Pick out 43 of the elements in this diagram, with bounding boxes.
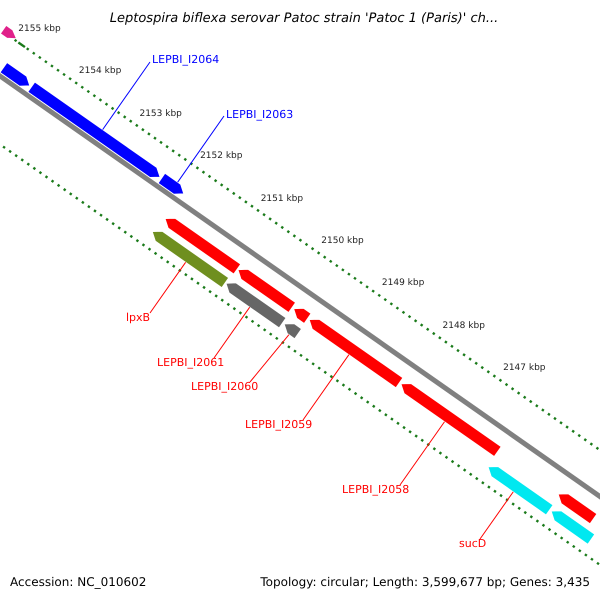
gene-label: LEPBI_I2060	[191, 381, 258, 392]
gene-feature	[0, 24, 18, 40]
footer-text: Topology: circular; Length: 3,599,677 bp; Genes: 3,435	[260, 576, 590, 588]
leader-line	[177, 116, 224, 183]
gene-feature	[152, 230, 230, 288]
leader-line	[302, 354, 350, 420]
gene-feature	[550, 510, 596, 545]
scale-label: 2151 kbp	[260, 194, 304, 204]
gene-label: sucD	[459, 538, 486, 549]
leader-line	[480, 491, 514, 540]
gene-feature	[225, 282, 287, 328]
gene-feature	[237, 268, 296, 314]
scale-label: 2153 kbp	[139, 110, 182, 119]
gene-feature	[0, 62, 30, 87]
scale-label: 2150 kbp	[321, 236, 364, 246]
leader-line	[214, 306, 250, 358]
gene-feature	[308, 318, 404, 388]
leader-line	[400, 421, 445, 486]
leader-line	[250, 334, 290, 382]
gene-feature	[293, 308, 312, 324]
leader-line	[102, 62, 150, 130]
gene-feature	[164, 218, 242, 275]
footer-text: Accession: NC_010602	[10, 576, 146, 588]
scale-label: 2155 kbp	[18, 24, 61, 34]
gene-feature	[558, 493, 598, 524]
gene-label: lpxB	[126, 312, 150, 323]
gene-label: LEPBI_I2064	[152, 54, 220, 65]
gene-feature	[27, 82, 161, 178]
scale-label: 2148 kbp	[442, 322, 485, 331]
scale-label: 2152 kbp	[200, 152, 242, 162]
scale-label: 2154 kbp	[78, 67, 122, 76]
gene-label: LEPBI_I2058	[342, 484, 410, 495]
gene-feature	[400, 383, 502, 458]
gene-feature	[284, 323, 302, 340]
gene-feature	[158, 172, 184, 194]
gene-label: LEPBI_I2063	[226, 109, 294, 120]
leader-line	[150, 262, 186, 314]
gene-label: LEPBI_I2059	[245, 419, 312, 430]
scale-label: 2147 kbp	[503, 364, 546, 374]
title: Leptospira biflexa serovar Patoc strain 'Patoc 1 (Paris)' ch...	[108, 12, 500, 25]
gene-feature	[488, 466, 554, 516]
scale-label: 2149 kbp	[382, 279, 424, 288]
gene-label: LEPBI_I2061	[157, 357, 224, 368]
